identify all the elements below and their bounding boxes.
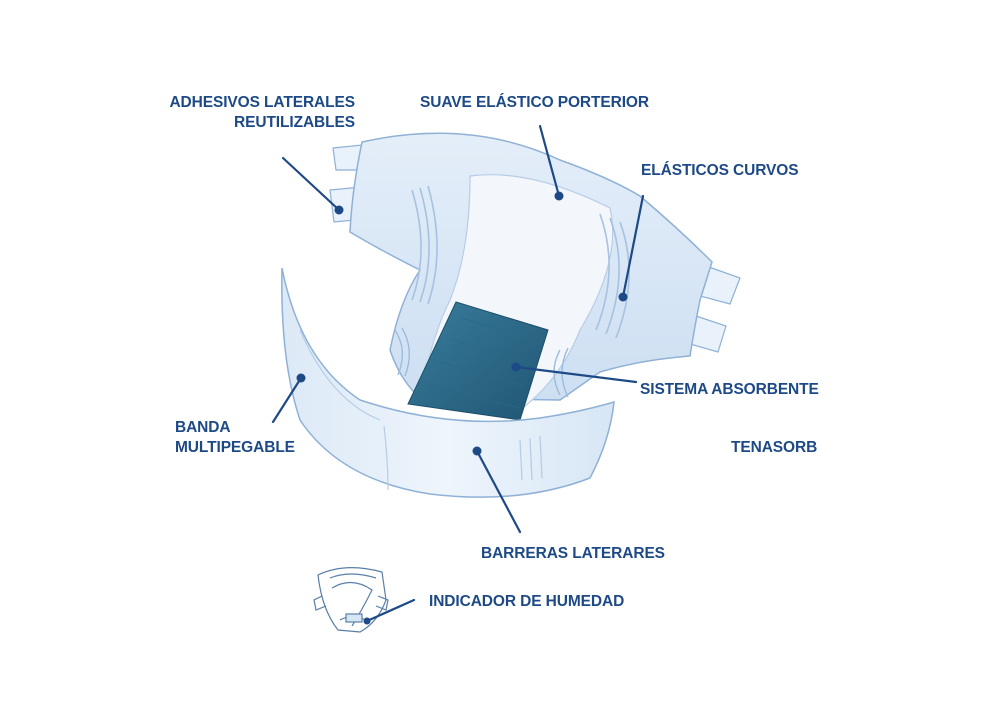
label-banda-line2: MULTIPEGABLE xyxy=(175,439,295,456)
label-banda: BANDA MULTIPEGABLE xyxy=(175,418,295,458)
label-barreras: BARRERAS LATERARES xyxy=(481,545,665,562)
label-suave: SUAVE ELÁSTICO PORTERIOR xyxy=(420,94,649,111)
leader-sistema xyxy=(511,362,638,384)
leader-elasticos xyxy=(618,194,645,302)
label-indicador: INDICADOR DE HUMEDAD xyxy=(429,593,625,610)
label-adhesivos-line2: REUTILIZABLES xyxy=(234,114,355,131)
leader-indicador xyxy=(363,598,416,625)
diaper-illustration xyxy=(281,132,741,498)
leader-banda xyxy=(271,373,306,424)
label-banda-line1: BANDA xyxy=(175,419,231,436)
label-adhesivos: ADHESIVOS LATERALES REUTILIZABLES xyxy=(150,93,355,133)
label-adhesivos-line1: ADHESIVOS LATERALES xyxy=(169,94,355,111)
leader-adhesivos xyxy=(281,156,344,215)
label-elasticos: ELÁSTICOS CURVOS xyxy=(641,162,799,179)
leader-barreras xyxy=(472,446,522,534)
leader-suave xyxy=(538,124,564,201)
label-sistema: SISTEMA ABSORBENTE xyxy=(640,381,819,398)
label-tenasorb: TENASORB xyxy=(731,439,818,456)
small-diaper-icon xyxy=(313,567,389,633)
